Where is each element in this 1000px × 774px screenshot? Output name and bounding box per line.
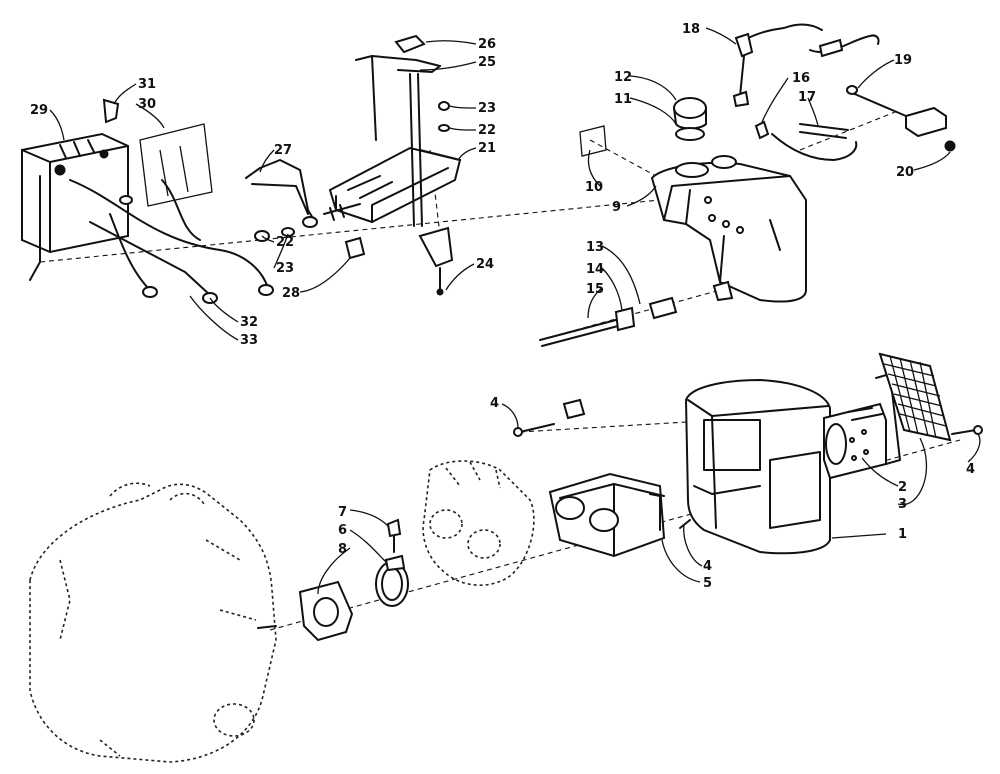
oil-drain-line [539,296,678,347]
tray-hardware [254,101,454,296]
callout-1: 1 [898,527,907,542]
oil-level-sender [732,23,880,108]
tray-brace [245,159,318,228]
callout-23-left: 23 [276,261,294,276]
intake-screen [878,352,952,442]
callout-6: 6 [338,523,347,538]
callout-4-right: 4 [966,462,975,477]
callout-16: 16 [792,71,810,86]
callout-32: 32 [240,315,258,330]
callout-4-top: 4 [490,396,499,411]
tank-label-plate [579,125,607,157]
oil-tank [650,155,807,303]
battery [21,132,129,281]
callout-23-right: 23 [478,101,496,116]
hose-clamp [375,554,409,607]
callout-26: 26 [478,37,496,52]
callout-11: 11 [614,92,632,107]
callout-33: 33 [240,333,258,348]
tank-cap [673,97,707,141]
battery-terminal-cap [102,98,120,124]
callout-8: 8 [338,542,347,557]
assembly-axis-lines [39,109,961,631]
callout-22-left: 22 [276,235,294,250]
callout-20: 20 [896,165,914,180]
leader-lines [49,27,981,595]
callout-18: 18 [682,22,700,37]
intake-adaptor [548,472,666,558]
clamp-screw [386,518,402,553]
callout-17: 17 [798,90,816,105]
engine-outline [29,482,277,763]
carb-flange [298,580,354,642]
callout-19: 19 [894,53,912,68]
intake-tube [823,373,901,480]
wing-nut [394,34,426,54]
callout-13: 13 [586,240,604,255]
callout-7: 7 [338,505,347,520]
callout-5: 5 [703,576,712,591]
carburetor-outline [422,460,535,586]
callout-4-bottom: 4 [703,559,712,574]
battery-pad [139,123,213,207]
callout-21: 21 [478,141,496,156]
callout-15: 15 [586,282,604,297]
air-silencer [684,378,831,555]
callout-14: 14 [586,262,604,277]
callout-3: 3 [898,497,907,512]
callout-labels: 1 2 3 4 4 4 5 6 7 8 9 10 11 12 13 14 15 … [30,22,975,591]
callout-2: 2 [898,480,907,495]
callout-24: 24 [476,257,494,272]
callout-30: 30 [138,97,156,112]
callout-25: 25 [478,55,496,70]
callout-29: 29 [30,103,48,118]
battery-tray [328,146,462,224]
oil-fitting-hose [754,85,956,161]
callout-31: 31 [138,77,156,92]
callout-9: 9 [612,200,621,215]
callout-27: 27 [274,143,292,158]
silencer-hardware [513,398,983,529]
callout-22-right: 22 [478,123,496,138]
callout-28: 28 [282,286,300,301]
callout-12: 12 [614,70,632,85]
callout-10: 10 [585,180,603,195]
hold-down-bracket [355,55,441,227]
